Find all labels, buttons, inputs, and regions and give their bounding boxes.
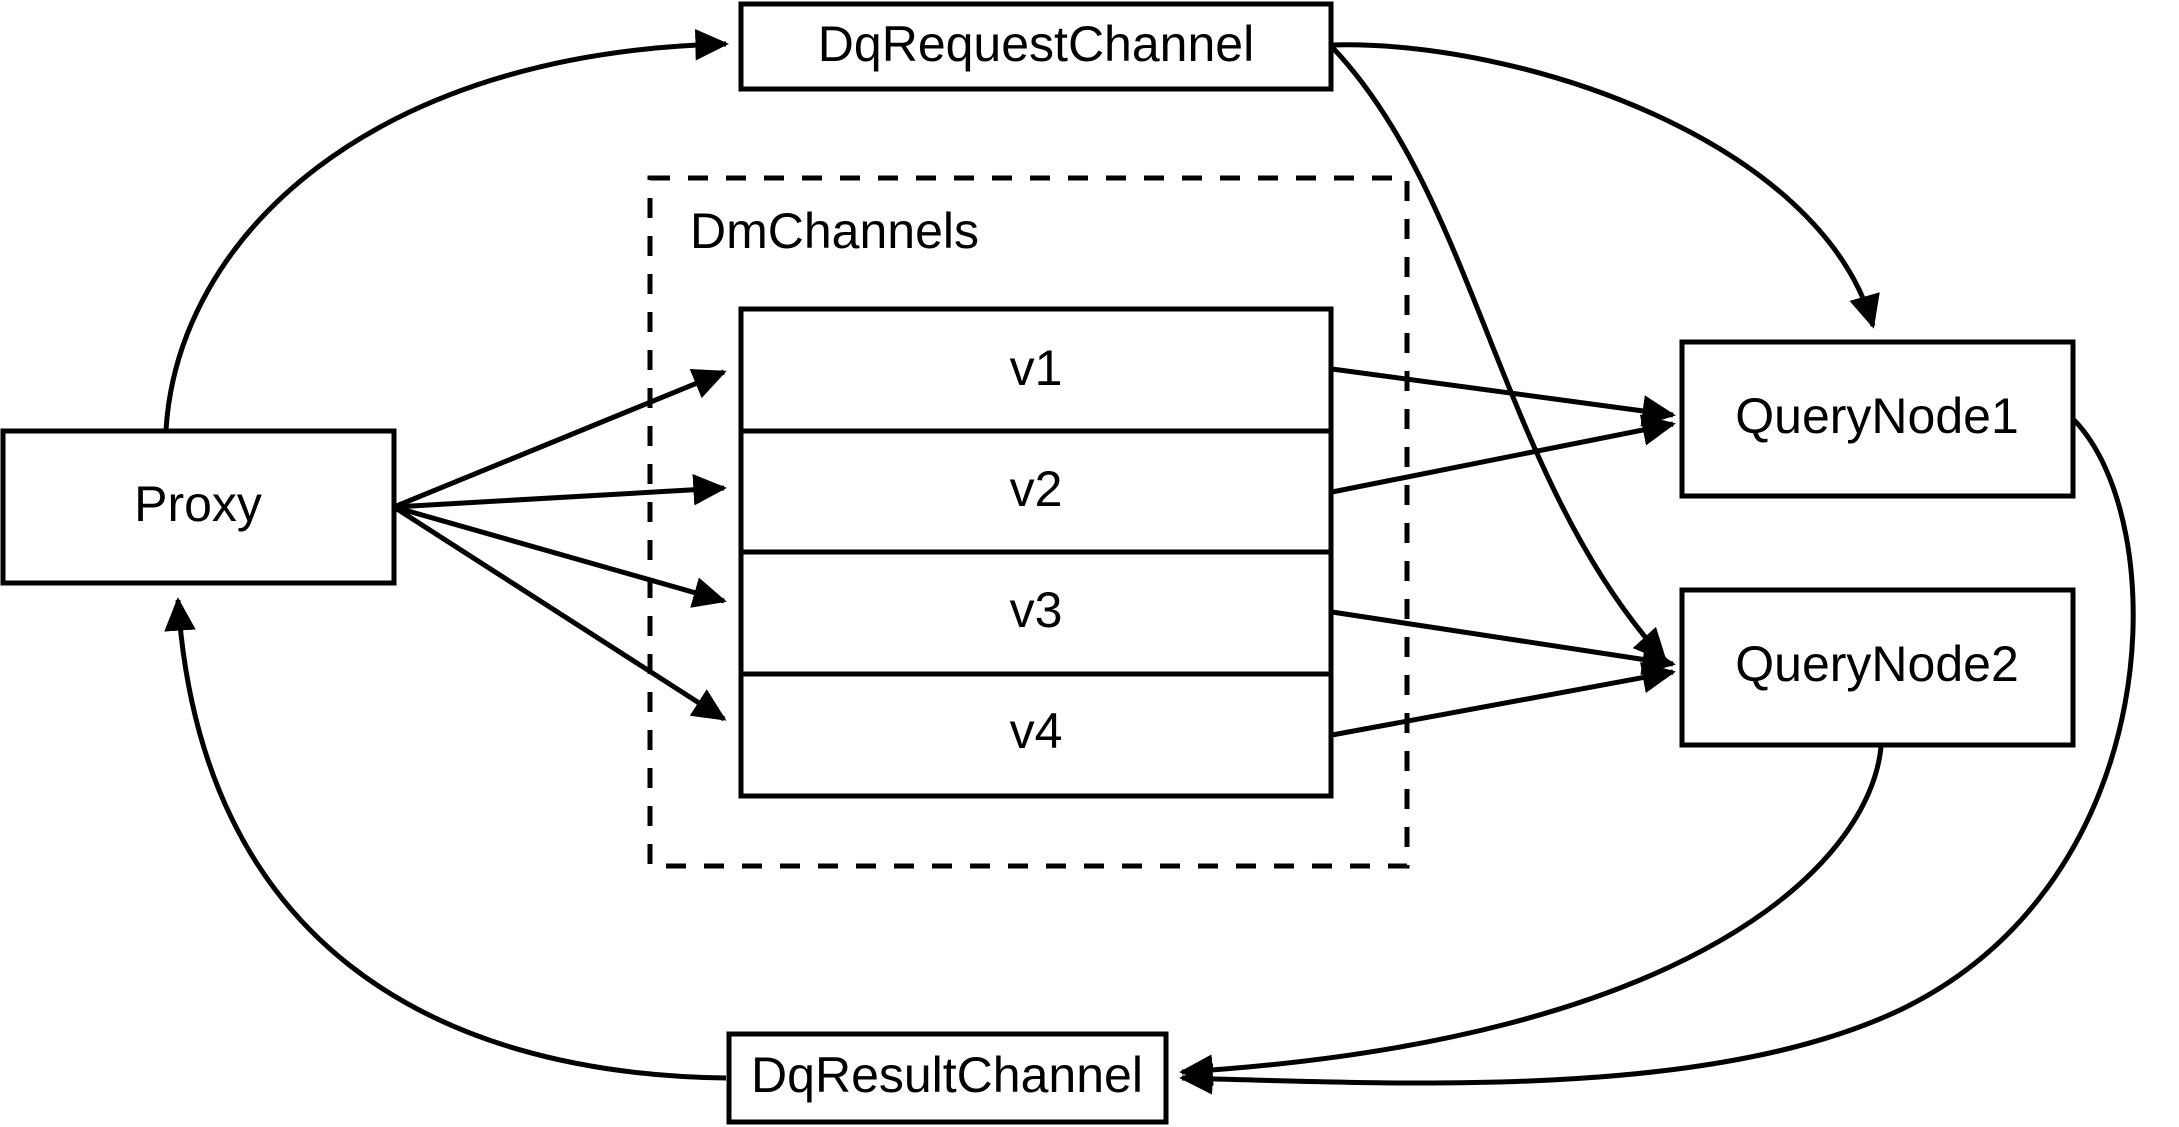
dq-result-channel-box[interactable] [726,1031,1169,1125]
shard-label-v4: v4 [1010,703,1063,759]
node-dq-result-channel[interactable]: DqResultChannel [726,1031,1169,1125]
dq-request-channel-label: DqRequestChannel [818,16,1254,72]
edge-dqresultchannel-to-proxy [164,597,727,1081]
edge-dqrequestchannel-to-querynode2 [1330,45,1667,663]
proxy-box[interactable] [0,428,397,586]
dmchannels-group-label: DmChannels [690,203,979,259]
dq-request-channel-box[interactable] [738,1,1334,92]
edge-v3-to-querynode2 [1331,609,1676,675]
shard-label-v1: v1 [1010,340,1063,396]
shard-label-v3: v3 [1010,582,1063,638]
query-node-1-label: QueryNode1 [1735,388,2019,444]
query-node-2-label: QueryNode2 [1735,636,2019,692]
edge-proxy-to-v4 [392,504,727,722]
shard-label-v2: v2 [1010,461,1063,517]
node-query-node-2[interactable]: QueryNode2 [1679,587,2076,748]
node-proxy[interactable]: Proxy [0,428,397,586]
edge-proxy-to-v3 [393,504,727,608]
edge-proxy-to-dqrequestchannel [163,28,729,431]
edge-dqrequestchannel-to-querynode1 [1331,42,1880,329]
edge-layer [163,28,2136,1095]
query-node-1-box[interactable] [1679,339,2076,499]
edge-v1-to-querynode1 [1331,366,1676,427]
node-dq-request-channel[interactable]: DqRequestChannel [738,1,1334,92]
edge-proxy-to-v1 [393,369,727,510]
dmchannels-group: DmChannels [647,175,1410,869]
dq-result-channel-label: DqResultChannel [751,1047,1143,1103]
edge-v2-to-querynode1 [1331,414,1676,495]
edge-querynode1-to-dqresultchannel [1179,418,2136,1095]
edge-proxy-to-v2 [393,474,727,510]
proxy-label: Proxy [134,476,262,532]
dmchannels-group-border [647,175,1410,869]
query-node-2-box[interactable] [1679,587,2076,748]
node-query-node-1[interactable]: QueryNode1 [1679,339,2076,499]
edge-v4-to-querynode2 [1331,662,1676,738]
shard-stack: v1 v2 v3 v4 [738,306,1334,799]
edge-querynode2-to-dqresultchannel [1179,746,1884,1086]
